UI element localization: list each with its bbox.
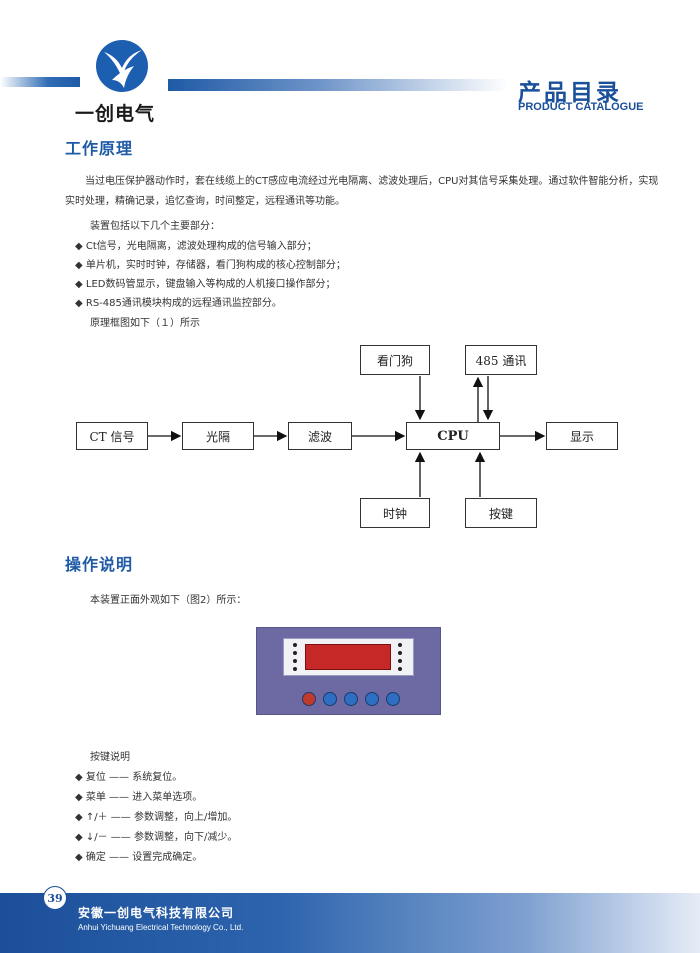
indicator-led <box>293 667 297 671</box>
brand-name: 一创电气 <box>75 103 156 125</box>
catalog-subtitle: PRODUCT CATALOGUE <box>518 101 644 113</box>
keys-title: 按键说明 <box>90 752 130 763</box>
block-clock: 时钟 <box>360 498 430 528</box>
diagram-caption: 原理框图如下（１）所示 <box>90 318 200 329</box>
down-key-icon <box>365 692 379 706</box>
panel-display-area <box>283 638 414 676</box>
parts-bullet: ◆ LED数码管显示，键盘输入等构成的人机接口操作部分； <box>75 279 336 290</box>
menu-key-icon <box>323 692 337 706</box>
principle-paragraph: 当过电压保护器动作时，套在线缆上的CT感应电流经过光电隔离、滤波处理后，CPU对… <box>65 176 659 207</box>
footer-bar <box>0 893 700 953</box>
enter-key-icon <box>386 692 400 706</box>
block-display: 显示 <box>546 422 618 450</box>
header-bar-left <box>0 77 80 87</box>
key-desc-item: ◆ ↓/－ —— 参数调整，向下/减少。 <box>75 832 238 843</box>
indicator-led <box>293 643 297 647</box>
block-ct-signal: CT 信号 <box>76 422 148 450</box>
indicator-led <box>293 651 297 655</box>
parts-bullet: ◆ Ct信号，光电隔离，滤波处理构成的信号输入部分； <box>75 241 317 252</box>
page-number: 39 <box>43 886 67 910</box>
reset-key-icon <box>302 692 316 706</box>
key-desc-item: ◆ 菜单 —— 进入菜单选项。 <box>75 792 203 803</box>
company-name-en: Anhui Yichuang Electrical Technology Co.… <box>78 923 244 932</box>
block-filter: 滤波 <box>288 422 352 450</box>
company-name-cn: 安徽一创电气科技有限公司 <box>78 906 235 920</box>
section-title-principle: 工作原理 <box>65 139 134 158</box>
block-opto-isolation: 光隔 <box>182 422 254 450</box>
panel-intro: 本装置正面外观如下（图2）所示： <box>90 595 247 606</box>
indicator-led <box>398 659 402 663</box>
led-display-screen <box>305 644 391 670</box>
header-bar-right <box>168 79 508 91</box>
indicator-led <box>398 651 402 655</box>
company-logo-icon <box>96 40 148 92</box>
key-desc-item: ◆ 复位 —— 系统复位。 <box>75 772 183 783</box>
block-watchdog: 看门狗 <box>360 345 430 375</box>
indicator-led <box>398 643 402 647</box>
indicator-led <box>293 659 297 663</box>
parts-bullet: ◆ 单片机，实时时钟，存储器，看门狗构成的核心控制部分； <box>75 260 346 271</box>
indicator-led <box>398 667 402 671</box>
up-key-icon <box>344 692 358 706</box>
catalog-title: 产品目录 <box>518 80 622 106</box>
block-keys: 按键 <box>465 498 537 528</box>
parts-bullet: ◆ RS-485通讯模块构成的远程通讯监控部分。 <box>75 298 282 309</box>
block-cpu: CPU <box>406 422 500 450</box>
parts-intro: 装置包括以下几个主要部分： <box>90 221 220 232</box>
section-title-operation: 操作说明 <box>65 555 134 574</box>
key-desc-item: ◆ 确定 —— 设置完成确定。 <box>75 852 203 863</box>
key-desc-item: ◆ ↑/＋ —— 参数调整，向上/增加。 <box>75 812 238 823</box>
device-front-panel <box>256 627 441 715</box>
block-485-comm: 485 通讯 <box>465 345 537 375</box>
